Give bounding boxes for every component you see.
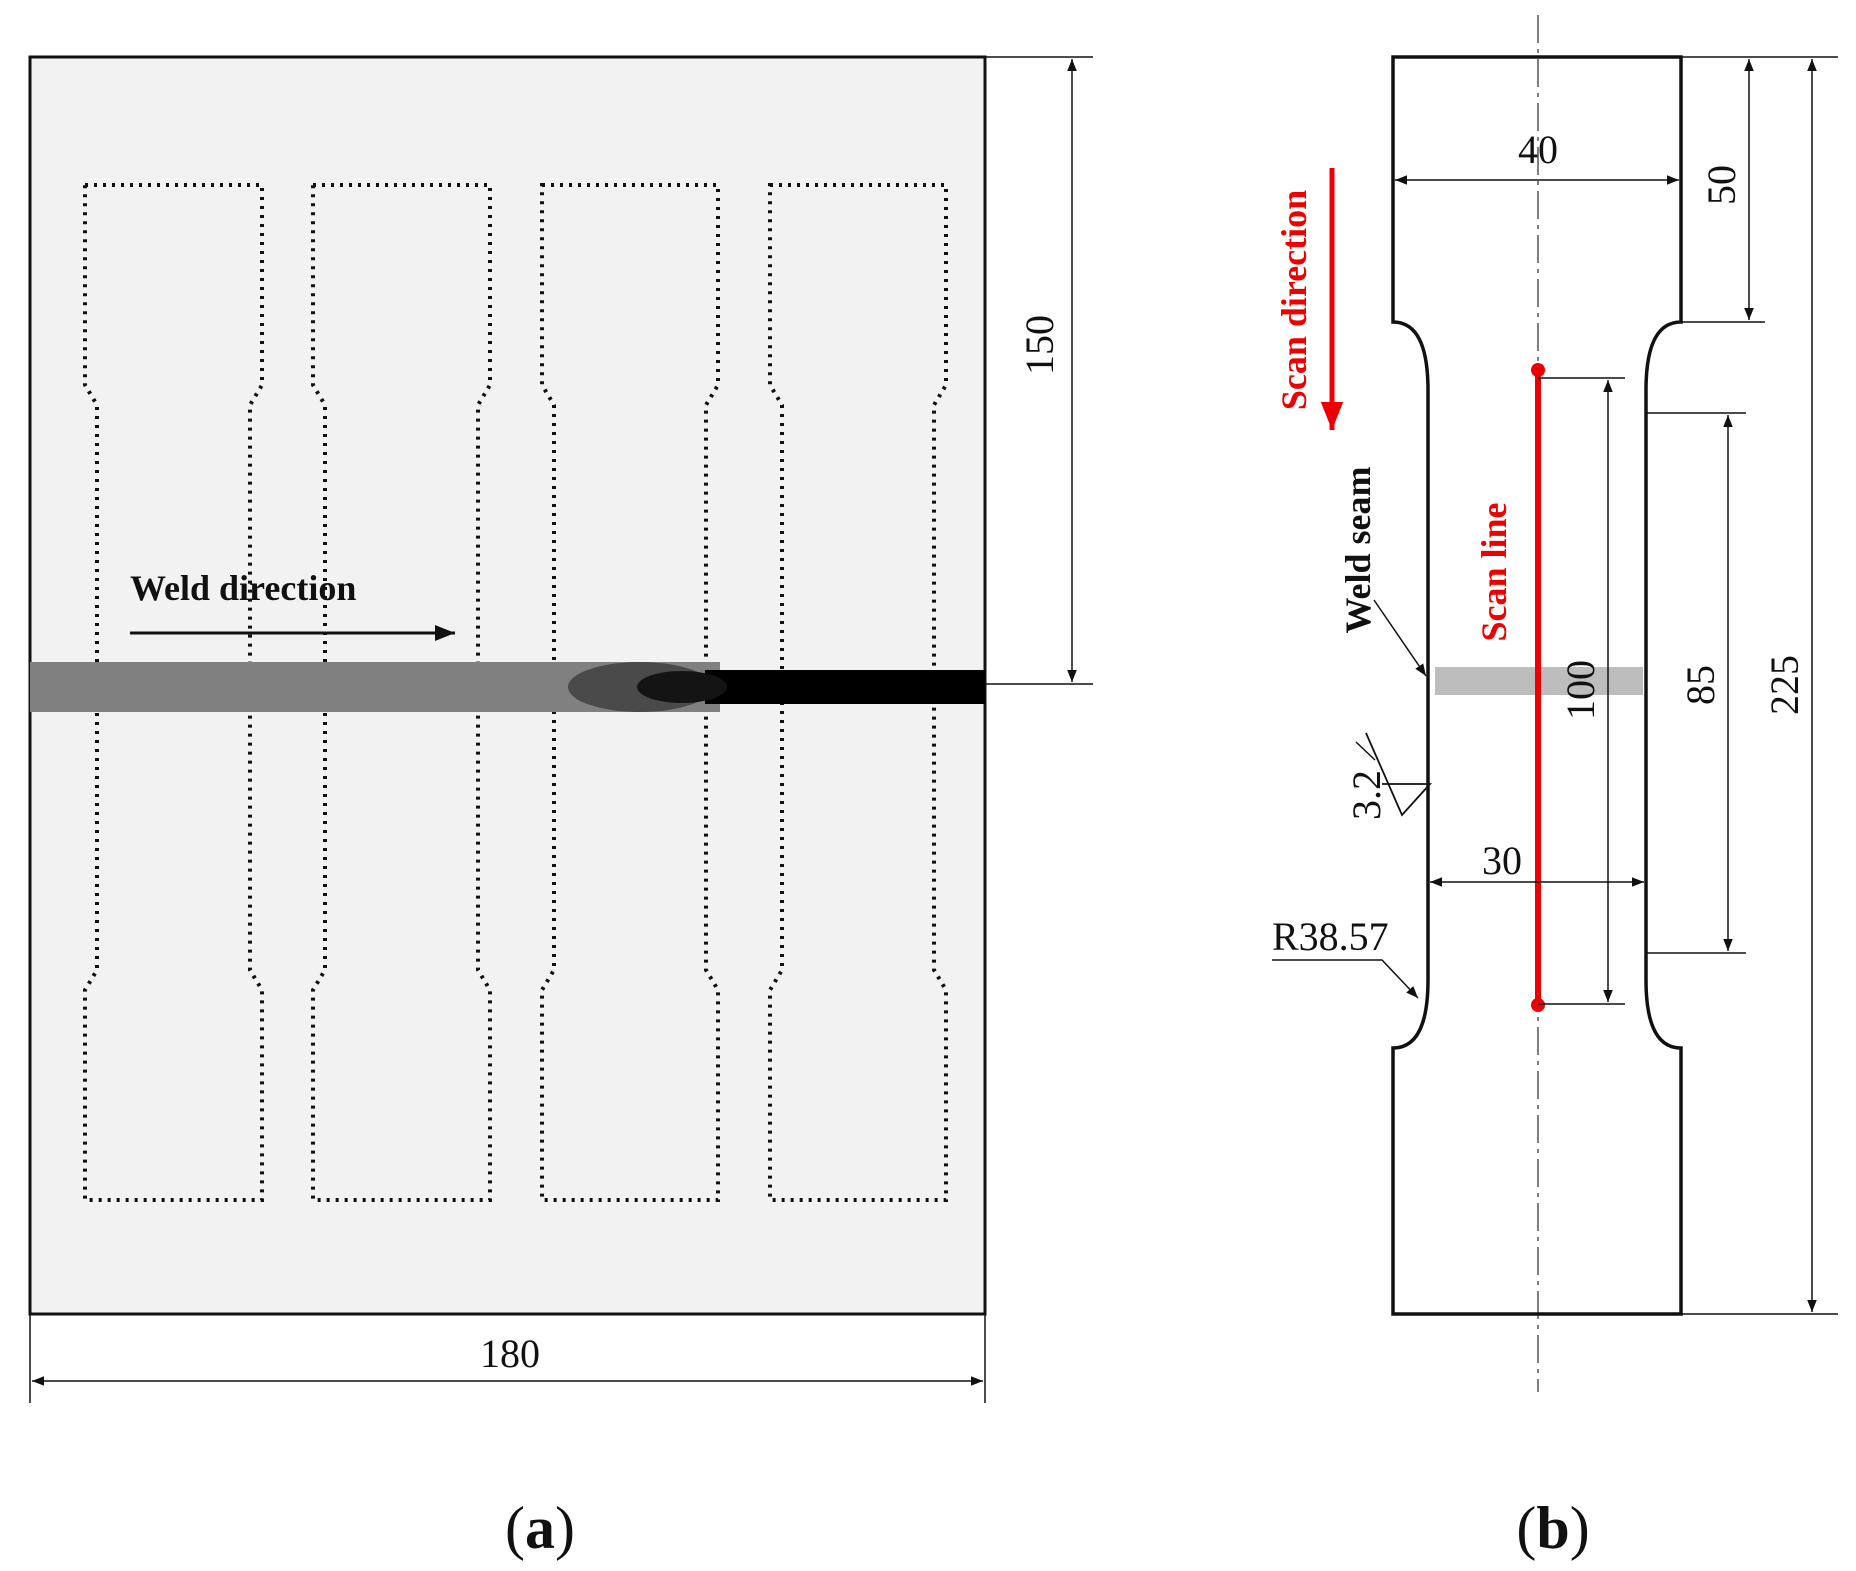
specimen-outline-1 xyxy=(83,183,264,1202)
roughness-leader xyxy=(1355,741,1376,761)
scan-direction-label: Scan direction xyxy=(1274,190,1314,410)
width-dimension-value: 180 xyxy=(480,1331,540,1376)
scan-length-value: 100 xyxy=(1558,660,1603,720)
radius-value: R38.57 xyxy=(1272,914,1389,959)
weld-direction-label: Weld direction xyxy=(130,568,356,608)
radius-leader xyxy=(1272,959,1419,999)
specimen-outline-3 xyxy=(540,183,720,1202)
gauge-width-value: 30 xyxy=(1482,838,1522,883)
specimen-outline-4 xyxy=(768,183,948,1202)
roughness-symbol xyxy=(1365,732,1433,817)
roughness-value: 3.2 xyxy=(1344,770,1389,820)
caption-b: (b) xyxy=(1516,1495,1589,1561)
total-length-value: 225 xyxy=(1762,655,1807,715)
grip-width-value: 40 xyxy=(1518,127,1558,172)
specimen-outline-2 xyxy=(311,183,492,1202)
weld-seam-leader xyxy=(1373,599,1427,677)
scan-line-end-marker xyxy=(1531,998,1545,1012)
scan-line-start-marker xyxy=(1531,363,1545,377)
grip-length-value: 50 xyxy=(1699,165,1744,205)
panel-b: Scan line Scan direction Weld seam 40 30… xyxy=(1272,15,1838,1561)
scan-line-label: Scan line xyxy=(1474,502,1514,641)
weld-bead-black xyxy=(705,670,985,704)
caption-a: (a) xyxy=(505,1495,575,1561)
panel-a: Weld direction 150 180 (a) xyxy=(28,55,1093,1561)
parallel-length-value: 85 xyxy=(1678,665,1723,705)
weld-pool-inner xyxy=(637,671,727,703)
weld-seam-label: Weld seam xyxy=(1338,466,1378,633)
height-dimension-value: 150 xyxy=(1017,315,1062,375)
